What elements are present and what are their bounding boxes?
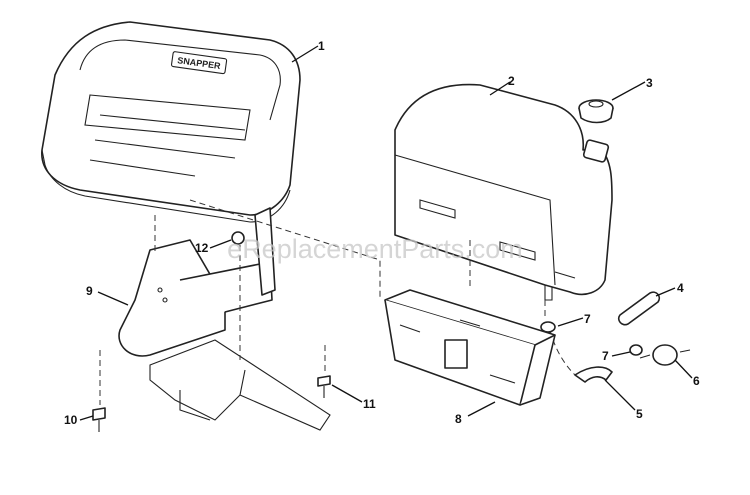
tank-bracket-part-8 xyxy=(384,289,556,406)
frame-mount xyxy=(149,339,331,431)
callout-5: 5 xyxy=(636,407,643,421)
callout-2: 2 xyxy=(508,74,515,88)
callout-7a: 7 xyxy=(584,312,591,326)
callout-1: 1 xyxy=(318,39,325,53)
callout-3: 3 xyxy=(646,76,653,90)
callout-6: 6 xyxy=(693,374,700,388)
elbow-hose-part-5 xyxy=(574,366,613,383)
clamp-part-7b xyxy=(629,344,643,356)
callout-9: 9 xyxy=(86,284,93,298)
bolt-part-11 xyxy=(317,375,331,398)
seat-bracket-part-9 xyxy=(118,207,276,357)
leader-lines xyxy=(79,45,693,421)
callout-12: 12 xyxy=(195,241,209,255)
seat-part-1: SNAPPER xyxy=(41,21,301,223)
fuel-filter-part-6 xyxy=(639,344,691,366)
watermark: eReplacementParts.com xyxy=(227,234,523,264)
callout-10: 10 xyxy=(64,413,78,427)
fuel-tank-part-2 xyxy=(394,83,613,301)
bolt-part-10 xyxy=(92,407,106,432)
nut-part-12 xyxy=(231,231,245,245)
callout-8: 8 xyxy=(455,412,462,426)
hose-part-4 xyxy=(617,291,661,326)
callout-7b: 7 xyxy=(602,349,609,363)
callout-11: 11 xyxy=(363,397,376,411)
callout-4: 4 xyxy=(677,281,684,295)
fuel-cap-part-3 xyxy=(578,99,614,124)
